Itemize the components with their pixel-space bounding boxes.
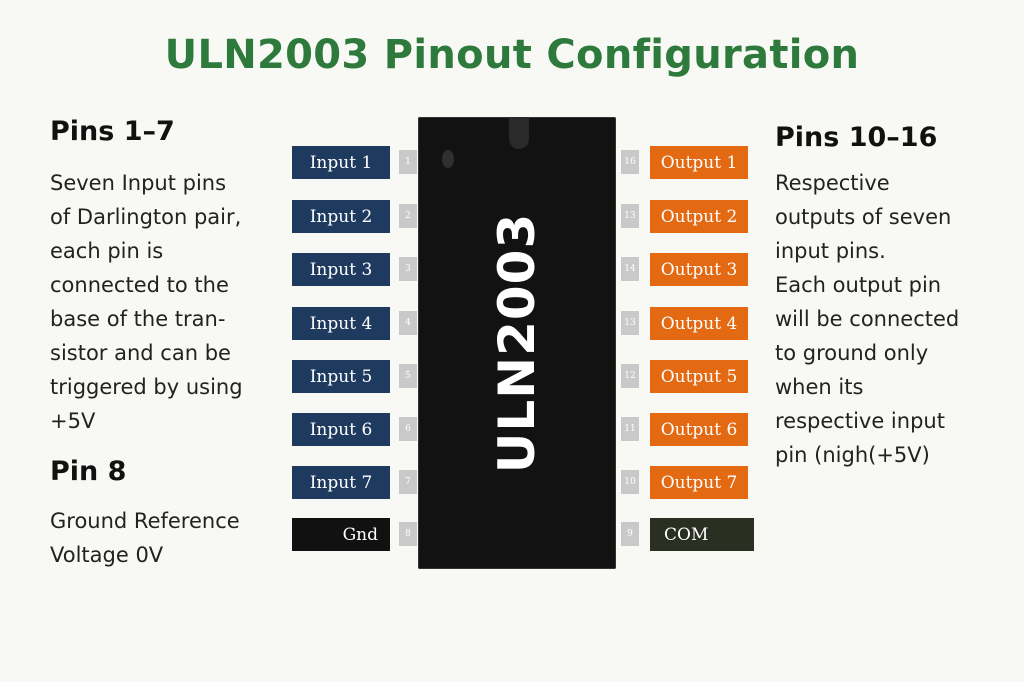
pin-label-input-6: Input 6 (292, 413, 390, 446)
pin-label-output-7: Output 7 (650, 466, 748, 499)
pin-label-input-7: Input 7 (292, 466, 390, 499)
pin-label-input-1: Input 1 (292, 146, 390, 179)
pin-label-output-5: Output 5 (650, 360, 748, 393)
pin-label-gnd: Gnd (292, 518, 390, 551)
pin-number-left-4: 4 (399, 311, 417, 335)
left-description-ground: Ground Reference Voltage 0V (50, 509, 240, 567)
pin-label-output-6: Output 6 (650, 413, 748, 446)
ic-chip-notch (509, 117, 529, 149)
pin-label-input-3: Input 3 (292, 253, 390, 286)
pin-label-input-4: Input 4 (292, 307, 390, 340)
pin-number-right-8: 9 (621, 522, 639, 546)
pin-number-left-7: 7 (399, 470, 417, 494)
left-heading-pins-1-7: Pins 1–7 (50, 116, 175, 147)
pin-number-left-5: 5 (399, 364, 417, 388)
ic-pin1-dot (442, 150, 454, 168)
right-heading-pins-10-16: Pins 10–16 (775, 122, 938, 153)
pin-number-left-3: 3 (399, 257, 417, 281)
pin-label-input-2: Input 2 (292, 200, 390, 233)
pin-number-right-1: 16 (621, 150, 639, 174)
pin-number-left-6: 6 (399, 417, 417, 441)
ic-chip-body (418, 117, 616, 569)
pin-number-right-7: 10 (621, 470, 639, 494)
pin-number-right-3: 14 (621, 257, 639, 281)
pin-label-output-4: Output 4 (650, 307, 748, 340)
pin-number-right-6: 11 (621, 417, 639, 441)
pin-number-right-4: 13 (621, 311, 639, 335)
pin-number-left-1: 1 (399, 150, 417, 174)
pin-label-output-1: Output 1 (650, 146, 748, 179)
left-heading-pin-8: Pin 8 (50, 456, 127, 487)
right-description-outputs: Respective outputs of seven input pins. … (775, 171, 960, 467)
pin-label-input-5: Input 5 (292, 360, 390, 393)
ic-chip-label: ULN2003 (488, 212, 546, 474)
diagram-title: ULN2003 Pinout Configuration (164, 32, 860, 78)
pin-label-com: COM (650, 518, 754, 551)
pin-label-output-2: Output 2 (650, 200, 748, 233)
pin-number-right-5: 12 (621, 364, 639, 388)
left-description-inputs: Seven Input pins of Darlington pair, eac… (50, 171, 243, 433)
pin-number-left-8: 8 (399, 522, 417, 546)
pin-number-right-2: 13 (621, 204, 639, 228)
pin-label-output-3: Output 3 (650, 253, 748, 286)
pin-number-left-2: 2 (399, 204, 417, 228)
